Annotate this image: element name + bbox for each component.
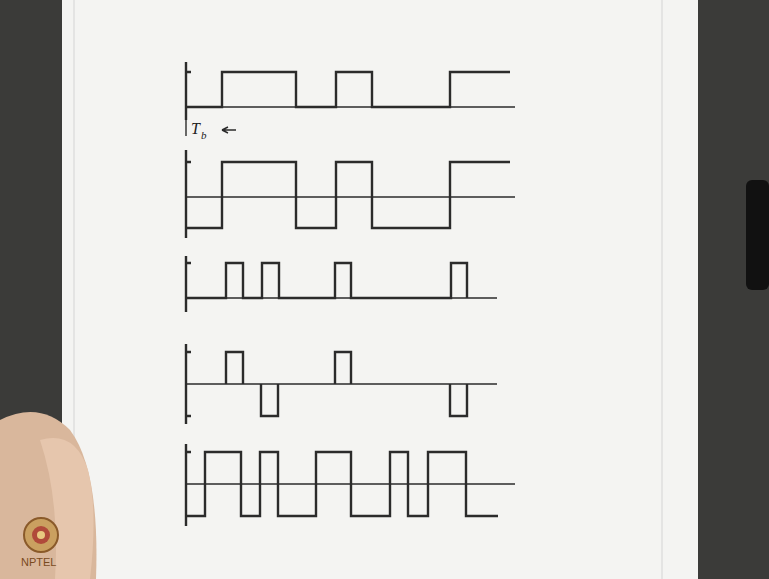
axis [186,256,191,312]
manchester-wave [186,452,498,516]
paper [62,0,698,579]
tb-tick [185,120,186,136]
marker-pen [746,180,769,290]
hand [0,412,96,579]
bipolar-rz-wave [226,352,467,416]
tb-arrow [222,127,236,133]
unipolar-nrz-wave [186,72,510,107]
unipolar-rz-wave [186,263,467,298]
baseline [186,106,515,108]
zero-line [186,196,515,198]
period-subscript: b [201,130,207,141]
axis [186,444,191,526]
polar-nrz-wave [186,162,510,228]
nptel-logo-text: NPTEL [21,557,56,568]
page-frame [74,0,662,579]
axis [186,62,191,120]
nptel-emblem [24,518,58,552]
period-symbol: T [191,121,200,137]
axis [186,150,191,238]
